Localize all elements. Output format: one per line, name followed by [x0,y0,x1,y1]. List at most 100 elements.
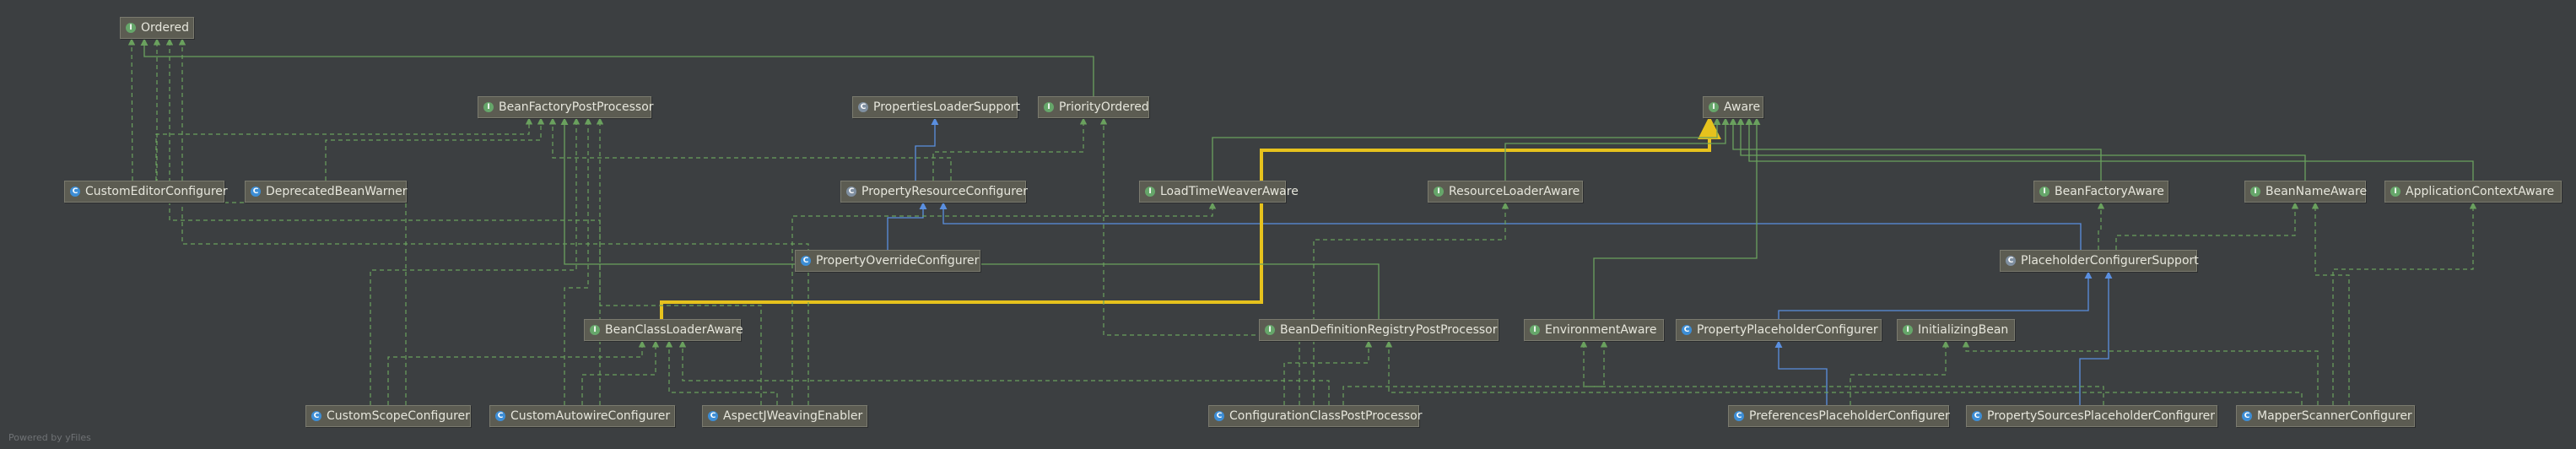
abstract-icon: C [846,187,856,197]
powered-by-footer: Powered by yFiles [8,432,91,443]
edge-ea-to-aware [1593,117,1761,319]
node-label: AspectJWeavingEnabler [723,409,863,423]
edge-poc-to-prc [887,202,927,250]
node-label: ConfigurationClassPostProcessor [1229,409,1423,423]
edge-bfa-to-aware [1729,117,2102,181]
class-icon: C [708,411,718,421]
interface-icon: I [590,325,600,335]
node-label: PropertySourcesPlaceholderConfigurer [1987,409,2216,423]
edge-pcs-to-bfa [2097,202,2105,250]
edge-ppc-to-pcs [1778,271,2093,319]
interface-icon: I [1434,187,1444,197]
node-ltwa[interactable]: I LoadTimeWeaverAware [1139,181,1299,203]
node-pls[interactable]: C PropertiesLoaderSupport [852,96,1021,118]
node-bna[interactable]: I BeanNameAware [2244,181,2368,203]
node-ccpp[interactable]: C ConfigurationClassPostProcessor [1208,405,1423,427]
node-label: BeanFactoryAware [2055,185,2164,198]
edge-pphc-to-ppc [1774,340,1828,405]
abstract-icon: C [858,102,868,112]
edge-psphc-to-ea [1580,340,2104,405]
edge-bdrpp-to-bfpp [560,117,1380,319]
node-label: CustomScopeConfigurer [327,409,470,423]
interface-icon: I [1709,102,1719,112]
node-pcs[interactable]: C PlaceholderConfigurerSupport [2000,250,2199,272]
node-label: DeprecatedBeanWarner [266,185,408,198]
edge-ccpp-to-bcla [678,340,1330,405]
node-label: EnvironmentAware [1545,323,1657,337]
node-label: BeanDefinitionRegistryPostProcessor [1280,323,1498,337]
class-icon: C [1734,411,1744,421]
interface-icon: I [1145,187,1155,197]
node-label: PlaceholderConfigurerSupport [2021,254,2199,268]
edge-prc-to-pls [915,117,939,181]
node-poc[interactable]: C PropertyOverrideConfigurer [795,250,980,272]
abstract-icon: C [2006,256,2016,266]
node-label: Ordered [141,21,189,35]
interface-icon: I [1265,325,1275,335]
edge-pphc-to-ib [1850,340,1950,405]
node-bdrpp[interactable]: I BeanDefinitionRegistryPostProcessor [1259,319,1499,341]
edge-msc-to-ib [1962,340,2319,405]
class-icon: C [2242,411,2252,421]
node-label: InitializingBean [1918,323,2009,337]
node-label: PropertiesLoaderSupport [873,100,1021,114]
node-label: PropertyOverrideConfigurer [816,254,980,268]
node-label: BeanNameAware [2265,185,2368,198]
class-icon: C [801,256,811,266]
node-label: PriorityOrdered [1059,100,1149,114]
class-icon: C [1214,411,1224,421]
interface-icon: I [2250,187,2260,197]
edge-ccpp-to-rla [1313,202,1509,405]
node-label: LoadTimeWeaverAware [1160,185,1299,198]
edge-prc-to-bfpp [548,117,952,181]
edge-psphc-to-pcs [2079,271,2113,405]
node-pphc[interactable]: C PreferencesPlaceholderConfigurer [1728,405,1950,427]
node-bfpp[interactable]: I BeanFactoryPostProcessor [478,96,654,118]
edge-pcs-to-bna [2115,202,2299,250]
node-label: PreferencesPlaceholderConfigurer [1749,409,1950,423]
edge-ltwa-to-aware [1212,117,1721,181]
edge-bcla-to-aware [660,116,1721,319]
node-rla[interactable]: I ResourceLoaderAware [1428,181,1583,203]
node-prc[interactable]: C PropertyResourceConfigurer [840,181,1029,203]
edge-msc-to-aca [2332,202,2477,405]
interface-icon: I [483,102,494,112]
edge-csc-to-ordered [153,38,407,405]
node-ea[interactable]: I EnvironmentAware [1524,319,1664,341]
edge-pcs-to-prc [939,202,2082,250]
node-label: PropertyResourceConfigurer [861,185,1029,198]
edge-ccpp-to-po [1099,117,1300,405]
interface-icon: I [126,23,136,33]
node-bcla[interactable]: I BeanClassLoaderAware [584,319,743,341]
edge-bna-to-aware [1736,117,2306,181]
edge-po-to-ordered [140,38,1094,96]
edge-awe-to-ordered [178,38,809,405]
edge-csc-to-bcla [387,340,646,405]
interface-icon: I [1530,325,1540,335]
node-label: ApplicationContextAware [2406,185,2555,198]
node-label: BeanClassLoaderAware [605,323,743,337]
edge-msc-to-bna [2311,202,2350,405]
edge-prc-to-po [932,117,1088,181]
node-ordered[interactable]: I Ordered [120,17,194,39]
node-label: BeanFactoryPostProcessor [499,100,654,114]
node-label: CustomAutowireConfigurer [510,409,671,423]
edge-awe-to-bcla [665,340,778,405]
edge-cac-to-bcla [581,340,660,405]
node-awe[interactable]: C AspectJWeavingEnabler [702,405,867,427]
class-icon: C [1682,325,1692,335]
node-label: ResourceLoaderAware [1449,185,1580,198]
